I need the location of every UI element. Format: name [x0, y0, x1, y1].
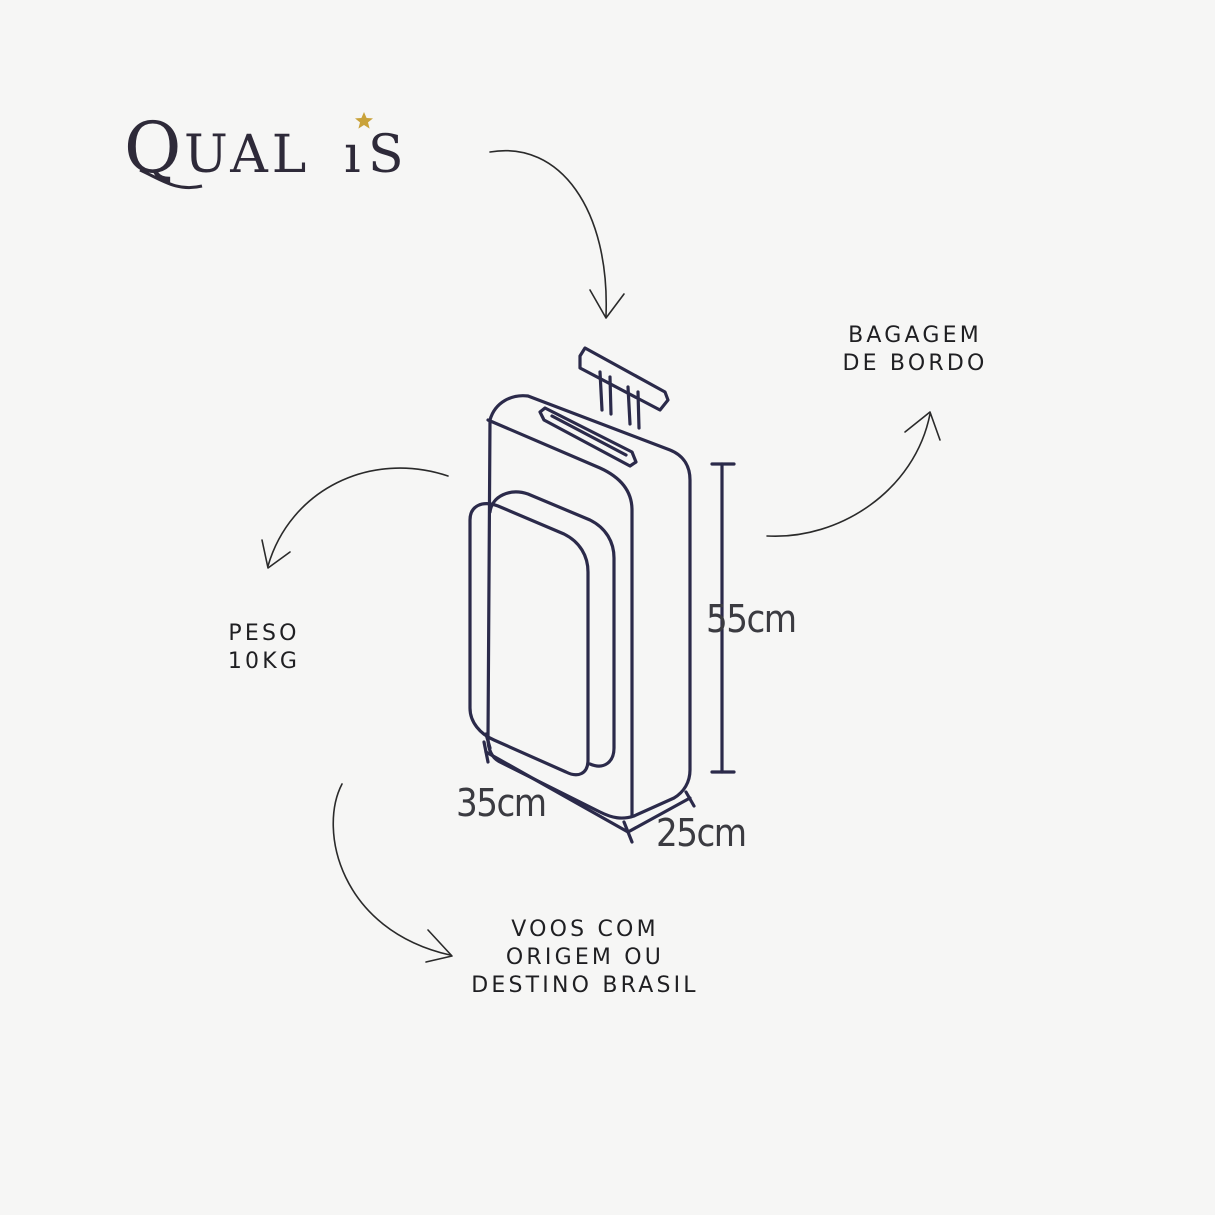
baggage-label-line-1: BAGAGEM: [848, 323, 982, 348]
height-dimension-label: 55cm: [706, 597, 796, 641]
depth-dimension-label: 25cm: [656, 811, 746, 855]
flights-label: VOOS COM ORIGEM OU DESTINO BRASIL: [460, 916, 710, 1000]
depth-dimension-line: [622, 790, 696, 844]
carry-on-suitcase-icon: [468, 346, 692, 820]
weight-label: PESO 10KG: [214, 620, 314, 676]
qualis-logo: Q UAL ı S: [124, 107, 404, 190]
logo-letter-i: ı: [344, 125, 361, 185]
weight-label-line-1: PESO: [228, 621, 300, 646]
width-dimension-label: 35cm: [456, 781, 546, 825]
logo-letters-ual: UAL: [184, 125, 310, 185]
baggage-label-line-2: DE BORDO: [842, 351, 988, 376]
flights-label-line-2: ORIGEM OU: [505, 945, 665, 970]
flights-label-line-3: DESTINO BRASIL: [471, 973, 699, 998]
logo-star-icon: [355, 112, 373, 129]
flights-label-line-1: VOOS COM: [511, 917, 659, 942]
logo-letter-s: S: [368, 125, 404, 185]
logo-q-tail: [139, 168, 203, 190]
weight-label-line-2: 10KG: [227, 649, 301, 674]
width-dimension-line: [482, 740, 630, 834]
baggage-label: BAGAGEM DE BORDO: [820, 322, 1010, 378]
height-dimension-line: [710, 462, 736, 774]
